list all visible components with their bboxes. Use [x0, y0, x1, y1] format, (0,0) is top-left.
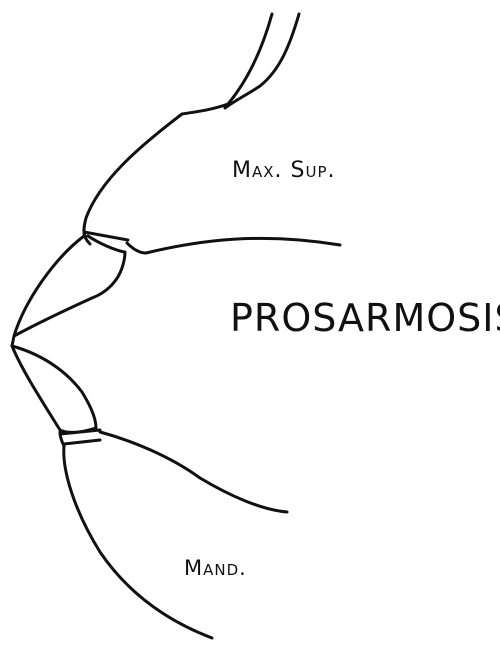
maxilla-outer-edge [84, 14, 272, 236]
mandible-outer-edge [64, 446, 212, 638]
lower-segment [12, 346, 96, 432]
upper-segment [14, 236, 125, 336]
hinge [12, 336, 14, 346]
mandible-upper-edge [100, 432, 287, 512]
lower-joint-collar [60, 430, 100, 446]
figure-title: PROSARMOSIS [230, 296, 500, 340]
maxilla-lower-edge [127, 238, 340, 253]
maxilla-superior-label: Max. Sup. [232, 158, 336, 183]
upper-joint-collar [84, 232, 128, 252]
mandible-label: Mand. [184, 556, 247, 580]
